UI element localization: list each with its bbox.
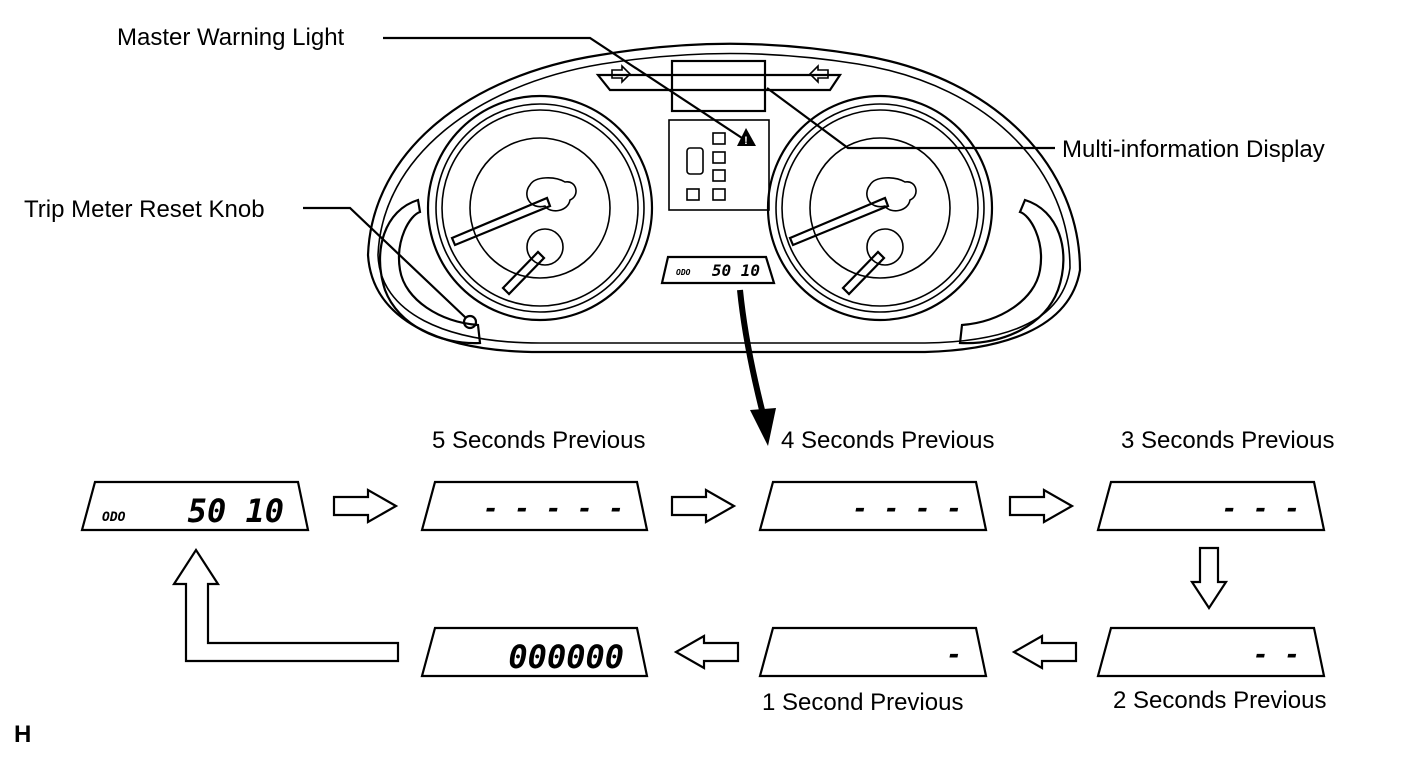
display-window-5: - - — [1096, 626, 1326, 678]
display-window-3: - - - - — [758, 480, 988, 532]
caption-2-seconds: 2 Seconds Previous — [1113, 687, 1326, 714]
cluster-odo-value: 50 10 — [712, 261, 760, 280]
caption-1-second: 1 Second Previous — [762, 689, 963, 716]
display-value-5: - - — [1253, 640, 1300, 670]
caption-5-seconds: 5 Seconds Previous — [432, 427, 645, 454]
arrow-right-icon — [332, 488, 399, 524]
caption-3-seconds: 3 Seconds Previous — [1121, 427, 1334, 454]
return-arrow-icon — [171, 547, 400, 663]
display-window-2: - - - - - — [420, 480, 649, 532]
cluster-odometer: ODO 50 10 — [660, 255, 776, 285]
display-value-4: - - - — [1222, 494, 1300, 524]
display-value-1: 50 10 — [188, 492, 284, 530]
display-window-4: - - - — [1096, 480, 1326, 532]
display-window-1: ODO 50 10 — [80, 480, 310, 532]
arrow-right-icon — [670, 488, 737, 524]
cluster-odo-label: ODO — [676, 268, 691, 277]
arrow-right-icon — [1008, 488, 1075, 524]
label-trip-meter-reset-knob: Trip Meter Reset Knob — [24, 196, 265, 223]
label-master-warning-light: Master Warning Light — [117, 24, 345, 51]
footer-code: H — [14, 721, 31, 748]
instrument-cluster: ! ODO 50 10 — [366, 42, 1082, 354]
display-value-2: - - - - - — [483, 494, 624, 524]
caption-4-seconds: 4 Seconds Previous — [781, 427, 994, 454]
label-multi-information-display: Multi-information Display — [1062, 136, 1325, 163]
callout-leaders — [303, 36, 1055, 319]
odo-label: ODO — [102, 510, 126, 525]
display-value-6: - — [946, 640, 962, 670]
zoom-arrow — [737, 289, 776, 446]
reset-sequence: ODO 50 10 - - - - - - - - - - - - - - - … — [80, 427, 1334, 716]
display-value-7: 000000 — [508, 638, 624, 676]
arrow-down-icon — [1189, 546, 1229, 611]
display-window-7: 000000 — [420, 626, 649, 678]
arrow-left-icon — [673, 634, 740, 670]
display-window-6: - — [758, 626, 988, 678]
display-value-3: - - - - — [852, 494, 962, 524]
arrow-left-icon — [1011, 634, 1078, 670]
svg-text:!: ! — [744, 135, 748, 147]
